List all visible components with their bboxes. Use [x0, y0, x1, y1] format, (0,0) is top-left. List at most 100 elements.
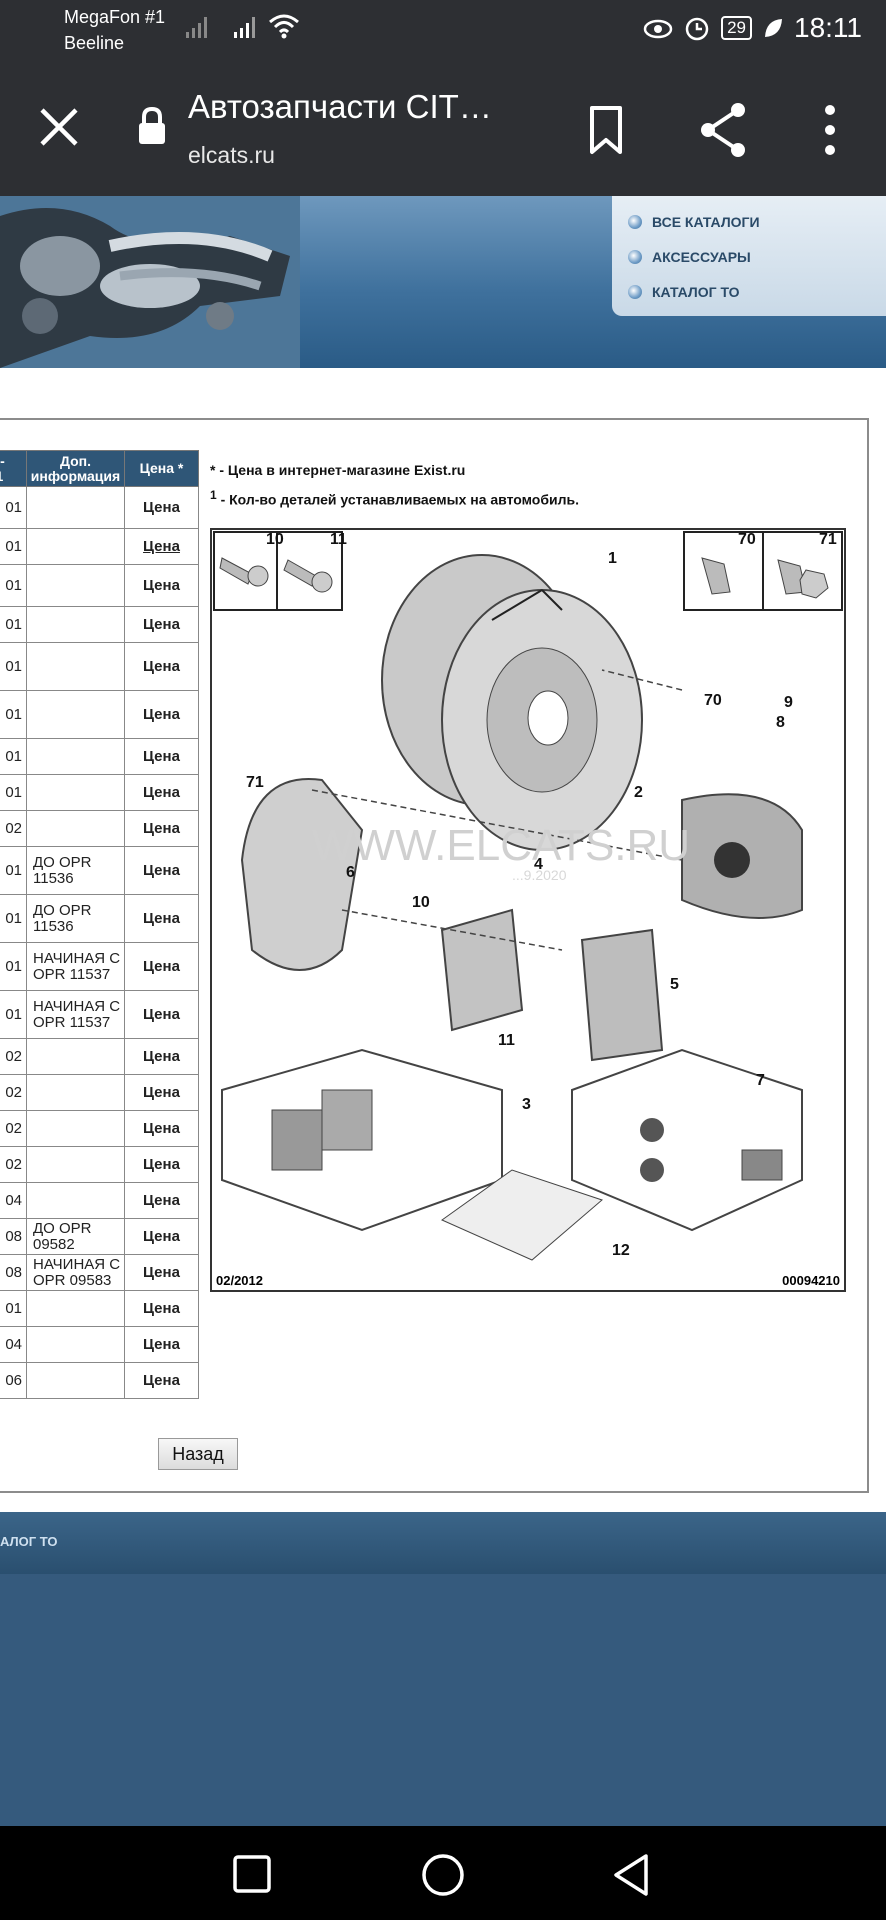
- recents-square-icon[interactable]: [232, 1854, 272, 1894]
- home-circle-icon[interactable]: [420, 1852, 466, 1898]
- info-cell: [26, 1146, 125, 1183]
- qty-cell: 02: [0, 1038, 27, 1075]
- callout-label: 9: [784, 694, 793, 711]
- info-cell: [26, 774, 125, 811]
- qty-cell: 02: [0, 1146, 27, 1183]
- callout-label: 10: [266, 531, 284, 548]
- price-link[interactable]: Цена: [124, 1074, 199, 1111]
- price-link[interactable]: Цена: [124, 606, 199, 643]
- diagram-date: 02/2012: [216, 1273, 263, 1288]
- bullet-icon: [628, 215, 642, 229]
- bullet-icon: [628, 285, 642, 299]
- diagram-code: 00094210: [782, 1273, 840, 1288]
- page-url[interactable]: elcats.ru: [188, 142, 275, 168]
- eye-icon: [643, 19, 673, 39]
- clock: 18:11: [794, 12, 862, 43]
- price-link[interactable]: Цена: [124, 1218, 199, 1255]
- price-link[interactable]: Цена: [124, 774, 199, 811]
- page-title[interactable]: Автозапчасти CIT…: [188, 88, 492, 125]
- back-triangle-icon[interactable]: [610, 1852, 654, 1898]
- bookmark-icon[interactable]: [578, 102, 634, 158]
- price-link[interactable]: Цена: [124, 564, 199, 607]
- price-link[interactable]: Цена: [124, 486, 199, 529]
- price-link[interactable]: Цена: [124, 1038, 199, 1075]
- status-bar: MegaFon #1 Beeline 29 18:11: [0, 0, 886, 62]
- share-icon[interactable]: [696, 100, 752, 160]
- qty-note-text: - Кол-во деталей устанавливаемых на авто…: [216, 491, 579, 508]
- back-button[interactable]: Назад: [158, 1438, 238, 1470]
- header-link-service-catalog[interactable]: КАТАЛОГ ТО: [628, 284, 740, 300]
- price-link[interactable]: Цена: [124, 810, 199, 847]
- header-link-label[interactable]: КАТАЛОГ ТО: [652, 284, 740, 300]
- parts-diagram[interactable]: WWW.ELCATS.RU ...9.2020 10 11 70 71 1 70…: [210, 528, 846, 1292]
- battery-level: 29: [721, 16, 752, 40]
- callout-label: 7: [756, 1072, 765, 1089]
- qty-cell: 08: [0, 1218, 27, 1255]
- header-link-label[interactable]: АКСЕССУАРЫ: [652, 249, 751, 265]
- status-right: 29 18:11: [643, 12, 862, 44]
- qty-cell: 02: [0, 810, 27, 847]
- info-cell: [26, 1290, 125, 1327]
- info-cell: [26, 1326, 125, 1363]
- info-cell: [26, 690, 125, 739]
- footer-link-service-catalog[interactable]: АЛОГ ТО: [0, 1534, 58, 1549]
- price-link[interactable]: Цена: [124, 990, 199, 1039]
- close-icon[interactable]: [34, 102, 84, 152]
- price-link[interactable]: Цена: [124, 1146, 199, 1183]
- header-link-all-catalogs[interactable]: ВСЕ КАТАЛОГИ: [628, 214, 760, 230]
- price-link[interactable]: Цена: [124, 1290, 199, 1327]
- price-link[interactable]: Цена: [124, 690, 199, 739]
- info-cell: [26, 810, 125, 847]
- lock-icon[interactable]: [136, 106, 168, 146]
- system-nav-bar: [0, 1826, 886, 1920]
- table-row: 02 Цена: [0, 810, 199, 847]
- info-cell: ДО OPR 09582: [26, 1218, 125, 1255]
- price-link[interactable]: Цена: [124, 846, 199, 895]
- price-link[interactable]: Цена: [124, 1362, 199, 1399]
- callout-label: 71: [819, 531, 837, 548]
- info-cell: [26, 1362, 125, 1399]
- footer-area: [0, 1574, 886, 1826]
- price-link[interactable]: Цена: [124, 1182, 199, 1219]
- table-row: 02 Цена: [0, 1038, 199, 1075]
- column-header-price: Цена *: [124, 450, 199, 487]
- header-link-label[interactable]: ВСЕ КАТАЛОГИ: [652, 214, 760, 230]
- callout-label: 70: [738, 531, 756, 548]
- callout-label: 4: [534, 856, 543, 873]
- qty-cell: 01: [0, 528, 27, 565]
- qty-cell: 01: [0, 942, 27, 991]
- info-cell: [26, 1110, 125, 1147]
- price-link[interactable]: Цена: [124, 528, 199, 565]
- price-link[interactable]: Цена: [124, 1326, 199, 1363]
- qty-cell: 08: [0, 1254, 27, 1291]
- more-icon[interactable]: [810, 102, 850, 158]
- price-link[interactable]: Цена: [124, 1110, 199, 1147]
- price-link[interactable]: Цена: [124, 942, 199, 991]
- callout-label: 70: [704, 692, 722, 709]
- callout-label: 1: [608, 550, 617, 567]
- price-link[interactable]: Цена: [124, 1254, 199, 1291]
- price-link[interactable]: Цена: [124, 894, 199, 943]
- info-cell: [26, 1182, 125, 1219]
- callout-label: 11: [330, 531, 347, 548]
- price-link[interactable]: Цена: [124, 642, 199, 691]
- info-cell: [26, 486, 125, 529]
- callout-label: 2: [634, 784, 643, 801]
- signal-icon: [234, 17, 255, 38]
- column-header-qty: ол- о 1: [0, 450, 27, 487]
- price-link[interactable]: Цена: [124, 738, 199, 775]
- info-cell: [26, 1038, 125, 1075]
- engine-banner-image: [0, 196, 300, 368]
- header-link-accessories[interactable]: АКСЕССУАРЫ: [628, 249, 751, 265]
